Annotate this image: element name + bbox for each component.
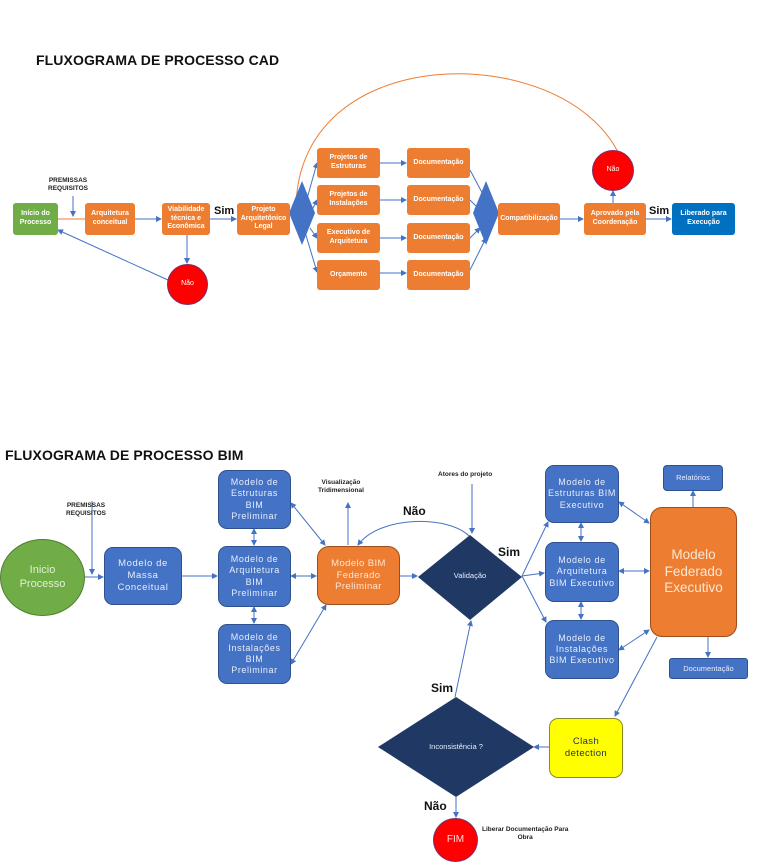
cad-aprovado-text: Aprovado pela Coordenação [590, 210, 640, 226]
cad-liberado-node[interactable]: Liberado para Execução [672, 203, 735, 235]
bim-instalacoes-executivo-node[interactable]: Modelo de Instalações BIM Executivo [545, 620, 619, 679]
cad-nao-circle-1[interactable]: Não [167, 264, 208, 305]
bim-relatorios-text: Relatórios [676, 473, 710, 483]
inconsistencia-diamond [378, 697, 534, 797]
cad-arquitetura-node[interactable]: Arquitetura conceitual [85, 203, 135, 235]
bim-preliminar-text: Modelo de Estruturas BIM Preliminar [230, 477, 279, 521]
bim-atores-label: Atores do projeto [438, 471, 493, 478]
bim-fim-text: FIM [446, 833, 465, 845]
cad-projeto-legal-node[interactable]: Projeto Arquitetônico Legal [237, 203, 290, 235]
bim-fim-circle[interactable]: FIM [433, 818, 478, 862]
bim-massa-text: Modelo de Massa Conceitual [117, 558, 169, 593]
bim-inicio-circle[interactable]: Inicio Processo [0, 539, 85, 616]
cad-doc-text: Documentação [413, 233, 464, 241]
bim-arquitetura-preliminar-node[interactable]: Modelo de Arquitetura BIM Preliminar [218, 546, 291, 607]
bim-liberar-label: Liberar Documentação Para Obra [482, 826, 569, 842]
bim-visualizacao-label: Visualização Tridimensional [318, 479, 364, 495]
bim-inconsistencia-text: Inconsistência ? [429, 742, 483, 752]
cad-viabilidade-text: Viabilidade técnica e Econômica [167, 205, 205, 231]
cad-title: FLUXOGRAMA DE PROCESSO CAD [36, 52, 280, 68]
bim-arquitetura-executivo-node[interactable]: Modelo de Arquitetura BIM Executivo [545, 542, 619, 602]
bim-relatorios-node[interactable]: Relatórios [663, 465, 723, 491]
bim-massa-node[interactable]: Modelo de Massa Conceitual [104, 547, 182, 605]
bim-inconsistencia-text-wrap[interactable]: Inconsistência ? [410, 739, 502, 755]
cad-branch-label: Projetos de Estruturas [329, 154, 368, 170]
cad-branch-instalacoes[interactable]: Projetos de Instalações [317, 185, 380, 215]
cad-branch-label: Projetos de Instalações [329, 191, 368, 207]
cad-viabilidade-node[interactable]: Viabilidade técnica e Econômica [162, 203, 210, 235]
cad-doc-text: Documentação [413, 195, 464, 203]
bim-sim-inconsistencia-label: Sim [431, 681, 454, 695]
cad-doc-node[interactable]: Documentação [407, 223, 470, 253]
cad-inicio-node[interactable]: Início do Processo [13, 203, 58, 235]
bim-documentacao-text: Documentação [683, 663, 734, 673]
cad-merge-diamond [473, 181, 499, 245]
cad-doc-node[interactable]: Documentação [407, 260, 470, 290]
bim-validacao-text-wrap[interactable]: Validação [440, 568, 500, 584]
cad-nao-circle-2[interactable]: Não [592, 150, 634, 191]
cad-liberado-text: Liberado para Execução [680, 210, 727, 226]
bim-executivo-text: Modelo de Arquitetura BIM Executivo [549, 555, 615, 588]
bim-preliminar-text: Modelo de Instalações BIM Preliminar [228, 631, 281, 676]
cad-compatibilizacao-text: Compatibilização [500, 214, 558, 222]
cad-arquitetura-text: Arquitetura conceitual [91, 210, 129, 226]
cad-sim-label-2: Sim [649, 205, 670, 217]
cad-inicio-text: Início do Processo [19, 210, 52, 226]
bim-clash-detection-node[interactable]: Clash detection [549, 718, 623, 778]
bim-executivo-text: Modelo de Instalações BIM Executivo [549, 632, 615, 666]
bim-title: FLUXOGRAMA DE PROCESSO BIM [5, 447, 244, 463]
cad-doc-node[interactable]: Documentação [407, 148, 470, 178]
cad-aprovado-node[interactable]: Aprovado pela Coordenação [584, 203, 646, 235]
cad-doc-text: Documentação [413, 158, 464, 166]
bim-sim-validacao-label: Sim [498, 545, 521, 559]
bim-premissas-label: PREMISSAS REQUISITOS [66, 502, 106, 518]
bim-federado-executivo-text: Modelo Federado Executivo [664, 546, 723, 596]
cad-branch-label: Executivo de Arquitetura [326, 229, 371, 245]
cad-nao-text-1: Não [181, 280, 194, 288]
cad-projeto-legal-text: Projeto Arquitetônico Legal [240, 205, 287, 231]
bim-preliminar-text: Modelo de Arquitetura BIM Preliminar [229, 554, 280, 598]
bim-estruturas-executivo-node[interactable]: Modelo de Estruturas BIM Executivo [545, 465, 619, 523]
bim-nao-inconsistencia-label: Não [424, 799, 447, 813]
cad-branch-label: Orçamento [330, 270, 367, 278]
cad-compatibilizacao-node[interactable]: Compatibilização [498, 203, 560, 235]
bim-federado-preliminar-node[interactable]: Modelo BIM Federado Preliminar [317, 546, 400, 605]
bim-validacao-text: Validação [453, 571, 487, 581]
bim-federado-preliminar-text: Modelo BIM Federado Preliminar [331, 557, 386, 593]
cad-branch-orcamento[interactable]: Orçamento [317, 260, 380, 290]
bim-inicio-text: Inicio Processo [19, 563, 66, 590]
bim-nao-validacao-label: Não [403, 504, 426, 518]
cad-sim-label-1: Sim [214, 205, 235, 217]
bim-executivo-text: Modelo de Estruturas BIM Executivo [548, 477, 616, 510]
cad-premissas-label: PREMISSAS REQUISITOS [48, 177, 88, 193]
cad-branch-estruturas[interactable]: Projetos de Estruturas [317, 148, 380, 178]
cad-doc-text: Documentação [413, 270, 464, 278]
validacao-diamond [418, 535, 522, 620]
bim-documentacao-node[interactable]: Documentação [669, 658, 748, 679]
cad-nao-text-2: Não [606, 166, 620, 174]
bim-instalacoes-preliminar-node[interactable]: Modelo de Instalações BIM Preliminar [218, 624, 291, 684]
cad-split-diamond [289, 181, 315, 245]
bim-clash-text: Clash detection [564, 736, 608, 759]
bim-estruturas-preliminar-node[interactable]: Modelo de Estruturas BIM Preliminar [218, 470, 291, 529]
bim-federado-executivo-node[interactable]: Modelo Federado Executivo [650, 507, 737, 637]
cad-branch-executivo[interactable]: Executivo de Arquitetura [317, 223, 380, 253]
cad-doc-node[interactable]: Documentação [407, 185, 470, 215]
